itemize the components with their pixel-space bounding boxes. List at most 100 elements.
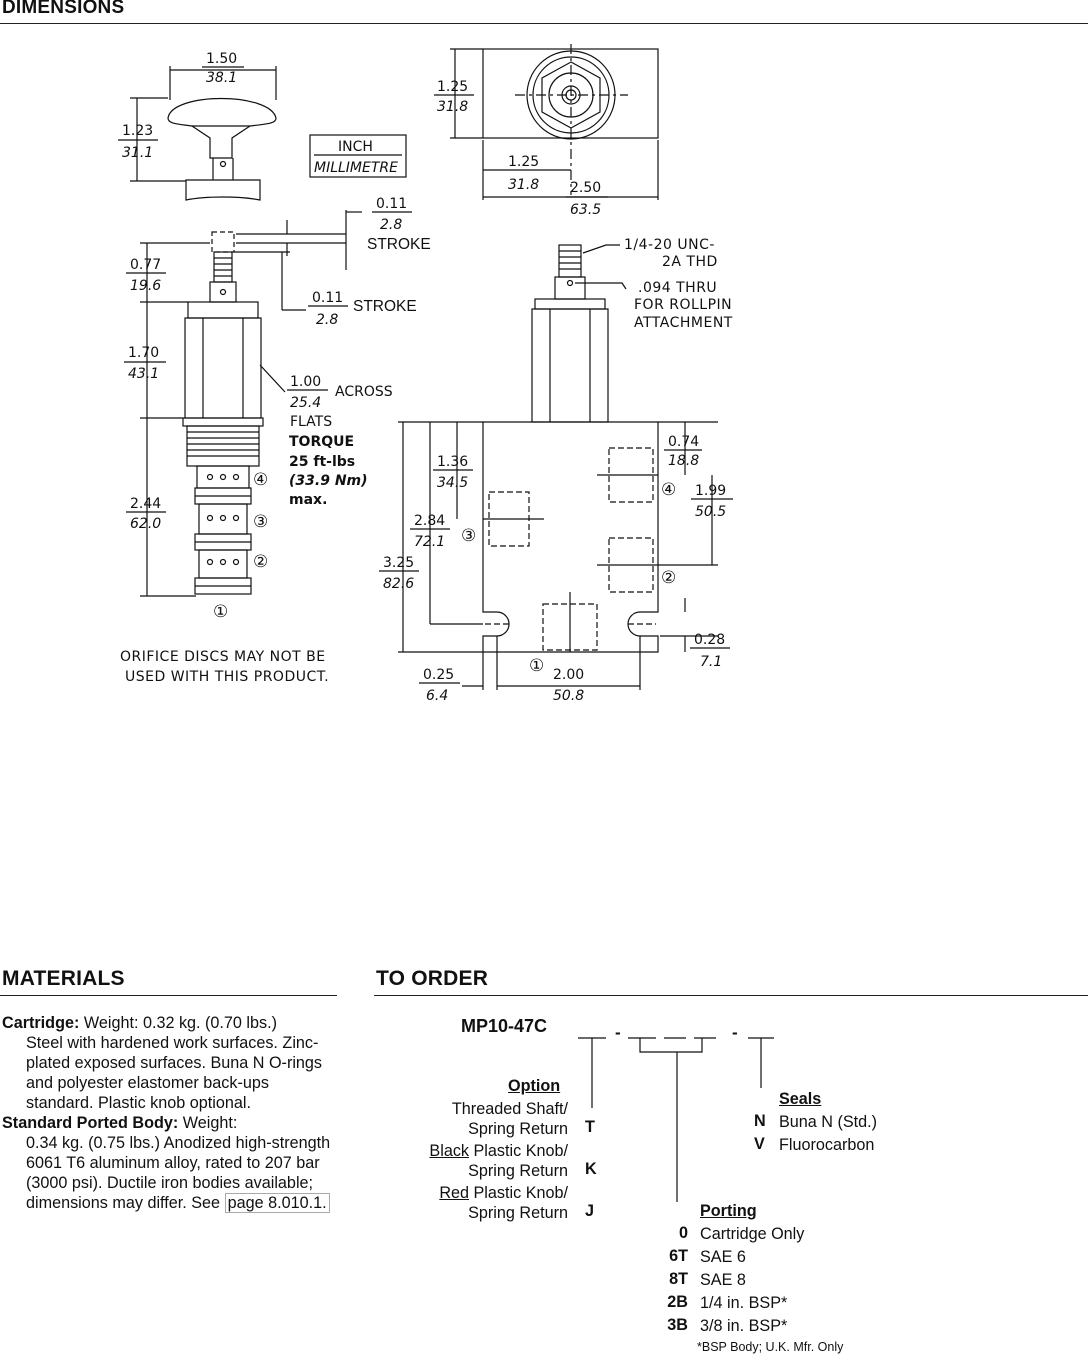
top-center-mm: 31.8 [508,177,539,193]
option-k-code: K [585,1160,597,1178]
cart-port-3: ③ [253,512,268,532]
knob-width-mm: 38.1 [206,70,237,86]
top-height-mm: 31.8 [437,99,468,115]
stroke-top-mm: 2.8 [380,217,402,233]
top-height-in: 1.25 [437,79,468,95]
option-j-color: Red [439,1184,470,1202]
torque-line3: max. [289,492,327,508]
d025-in: 0.25 [423,667,454,683]
across-flats-label2: FLATS [290,414,332,430]
order-heading: TO ORDER [376,967,489,990]
cart-len-mm: 62.0 [130,516,161,532]
page-link[interactable]: page 8.010.1. [224,1193,330,1213]
cart-port-1: ① [213,602,228,622]
seal-n-label: Buna N (Std.) [779,1113,878,1131]
d200-mm: 50.8 [553,688,584,704]
top-width-mm: 63.5 [570,202,601,218]
rollpin-note-3: ATTACHMENT [634,315,733,331]
porting-title: Porting [700,1202,757,1220]
option-k-line1: Plastic Knob/ [469,1142,569,1160]
knob-width-in: 1.50 [206,51,237,67]
option-t-line2: Spring Return [468,1120,568,1138]
dimensions-rule [0,23,1088,24]
torque-title: TORQUE [289,434,354,450]
cartridge-label: Cartridge: [2,1014,80,1032]
option-j-code: J [585,1202,595,1220]
d028-in: 0.28 [694,632,725,648]
thread-note-1: 1/4-20 UNC- [624,237,715,253]
porting-1-code: 6T [669,1247,688,1265]
across-flats-label1: ACROSS [335,384,393,400]
body-label: Standard Ported Body: [2,1114,179,1132]
d199-in: 1.99 [695,483,726,499]
bsp-footnote: *BSP Body; U.K. Mfr. Only [697,1340,844,1354]
d028-mm: 7.1 [700,654,722,670]
body-port-4: ④ [661,480,676,500]
hex-len-mm: 43.1 [128,366,159,382]
cartridge-first: Weight: 0.32 kg. (0.70 lbs.) [79,1014,278,1032]
thread-note-2: 2A THD [662,254,718,270]
materials-heading: MATERIALS [2,967,125,990]
d074-mm: 18.8 [668,453,699,469]
seals-title: Seals [779,1090,822,1108]
porting-2-code: 8T [669,1270,688,1288]
option-t-code: T [585,1118,595,1136]
stroke-mid-label: STROKE [353,298,417,315]
orifice-note-2: USED WITH THIS PRODUCT. [125,669,329,685]
knob-height-mm: 31.1 [122,145,153,161]
body-first: Weight: [178,1114,238,1132]
d284-in: 2.84 [414,513,445,529]
body-rest: 0.34 kg. (0.75 lbs.) Anodized high-stren… [26,1134,331,1212]
stroke-top-in: 0.11 [376,196,407,212]
option-t-line1: Threaded Shaft/ [451,1100,568,1118]
porting-4-label: 3/8 in. BSP* [700,1317,788,1335]
cart-len-in: 2.44 [130,496,161,512]
option-title: Option [508,1077,561,1095]
across-flats-mm: 25.4 [290,395,321,411]
porting-0-code: 0 [678,1224,688,1242]
d284-mm: 72.1 [414,534,445,550]
cart-port-2: ② [253,552,268,572]
seal-n-code: N [754,1112,766,1130]
option-j: Red Plastic Knob/ Spring Return [390,1183,568,1223]
materials-rule [0,995,337,996]
order-code-lines: - - [578,1023,774,1202]
knob-height-in: 1.23 [122,123,153,139]
d136-in: 1.36 [437,454,468,470]
d025-mm: 6.4 [426,688,448,704]
stroke-mid-mm: 2.8 [316,312,338,328]
porting-1-label: SAE 6 [700,1248,746,1266]
seal-v-label: Fluorocarbon [779,1136,875,1154]
option-j-line2: Spring Return [468,1204,568,1222]
cartridge-rest: Steel with hardened work surfaces. Zinc-… [26,1034,323,1112]
d325-in: 3.25 [383,555,414,571]
svg-text:-: - [732,1023,738,1042]
shaft-mm: 19.6 [130,278,161,294]
hex-len-in: 1.70 [128,345,159,361]
option-k-color: Black [429,1142,470,1160]
shaft-in: 0.77 [130,257,161,273]
unit-legend-inch: INCH [338,139,373,155]
top-view [450,44,659,200]
across-flats-in: 1.00 [290,374,321,390]
option-j-line1: Plastic Knob/ [469,1184,569,1202]
cartridge-view [140,210,362,597]
dimensions-heading: DIMENSIONS [2,0,125,18]
svg-text:-: - [615,1023,621,1042]
body-port-1: ① [529,656,544,676]
d136-mm: 34.5 [437,475,468,491]
option-k: Black Plastic Knob/ Spring Return [390,1141,568,1181]
stroke-top-label: STROKE [367,236,431,253]
body-port-2: ② [661,568,676,588]
cart-port-4: ④ [253,470,268,490]
materials-text: Cartridge: Weight: 0.32 kg. (0.70 lbs.) … [2,1013,332,1213]
option-k-line2: Spring Return [468,1162,568,1180]
top-center-in: 1.25 [508,154,539,170]
orifice-note-1: ORIFICE DISCS MAY NOT BE [120,649,326,665]
d074-in: 0.74 [668,434,699,450]
option-t: Threaded Shaft/ Spring Return [390,1099,568,1139]
d325-mm: 82.6 [383,576,414,592]
body-view [398,244,718,690]
rollpin-note-1: .094 THRU [638,280,717,296]
top-width-in: 2.50 [570,180,601,196]
